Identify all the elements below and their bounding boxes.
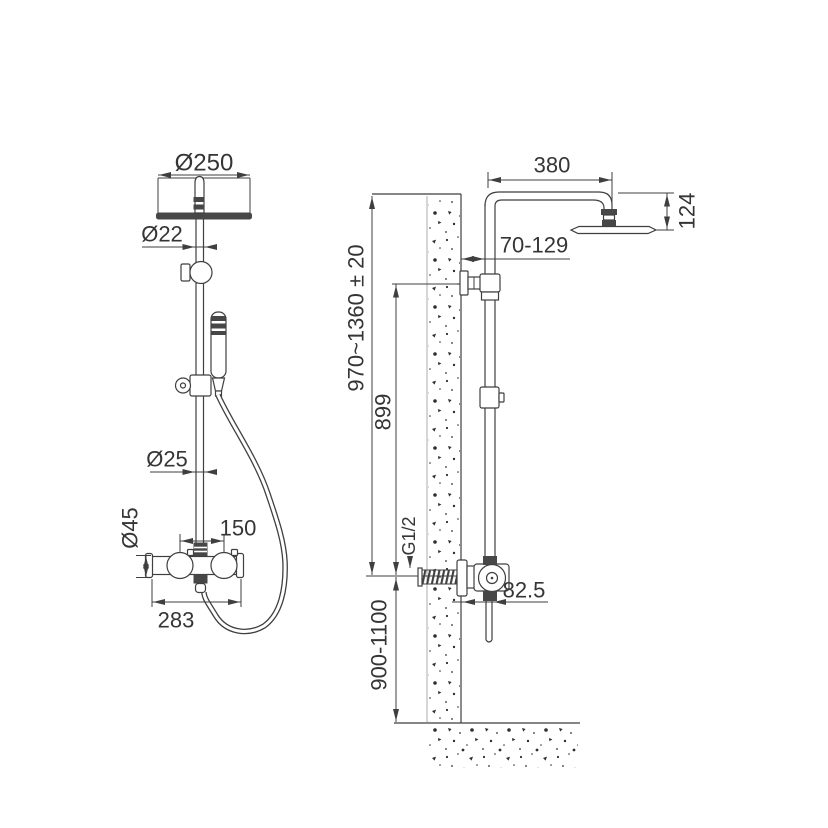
dim-head-offset-label: 124 bbox=[675, 193, 700, 230]
side-inlet-thread: G1/2 bbox=[399, 516, 459, 587]
dim-thread: G1/2 bbox=[399, 516, 419, 568]
dim-wall-clearance-label: 70-129 bbox=[500, 233, 569, 258]
dim-thread-label: G1/2 bbox=[399, 516, 419, 555]
floor-section bbox=[428, 726, 578, 768]
dim-total-height: 970~1360 ± 20 bbox=[344, 196, 375, 575]
dim-pipe-diameter: Ø22 bbox=[141, 222, 217, 250]
dim-outlet-offset: 82.5 bbox=[452, 578, 548, 605]
front-wall-bracket bbox=[180, 260, 213, 285]
dim-head-diameter: Ø250 bbox=[158, 150, 250, 178]
side-head-ball-joint bbox=[601, 209, 617, 226]
front-overhead-shower bbox=[156, 175, 252, 220]
head-plate bbox=[156, 212, 252, 220]
dim-valve-width: 283 bbox=[151, 579, 242, 633]
dim-wall-clearance: 70-129 bbox=[461, 233, 570, 262]
dim-head-diameter-label: Ø250 bbox=[175, 150, 234, 177]
head-stem bbox=[194, 175, 205, 214]
side-view: 380 124 70-129 bbox=[344, 153, 700, 768]
side-wall-bracket bbox=[459, 270, 501, 301]
front-shower-hose bbox=[201, 393, 288, 635]
left-handle bbox=[166, 551, 194, 580]
hose-outlet bbox=[194, 582, 207, 594]
side-riser-pipe bbox=[484, 191, 613, 556]
dim-handle-spacing-label: 150 bbox=[220, 516, 257, 541]
dim-mounting-height-label: 900-1100 bbox=[367, 599, 392, 690]
dim-riser-diameter-label: Ø25 bbox=[146, 447, 188, 472]
dim-valve-diameter-label: Ø45 bbox=[118, 507, 143, 549]
dim-mounting-height: 900-1100 bbox=[367, 577, 399, 722]
front-thermostatic-valve bbox=[144, 542, 245, 594]
dim-outlet-offset-label: 82.5 bbox=[503, 578, 546, 603]
dim-valve-diameter: Ø45 bbox=[118, 507, 151, 578]
right-handle bbox=[210, 551, 238, 580]
dim-riser-diameter: Ø25 bbox=[146, 447, 217, 475]
dim-handle-spacing: 150 bbox=[179, 516, 257, 552]
front-view: Ø250 Ø22 bbox=[118, 150, 288, 635]
front-hand-shower bbox=[210, 311, 227, 397]
dim-riser-height: 899 bbox=[371, 283, 460, 575]
side-slider-clamp bbox=[479, 386, 505, 409]
dim-total-height-label: 970~1360 ± 20 bbox=[344, 244, 369, 391]
dim-pipe-diameter-label: Ø22 bbox=[141, 222, 183, 247]
dim-arm-length-label: 380 bbox=[534, 153, 571, 178]
dim-valve-width-label: 283 bbox=[158, 608, 195, 633]
front-slider-bracket bbox=[174, 374, 212, 397]
side-shower-head bbox=[569, 225, 658, 235]
dim-arm-length: 380 bbox=[487, 153, 613, 207]
side-thermostatic-valve bbox=[456, 556, 510, 643]
dim-riser-height-label: 899 bbox=[371, 394, 396, 431]
dim-head-offset: 124 bbox=[618, 192, 700, 231]
